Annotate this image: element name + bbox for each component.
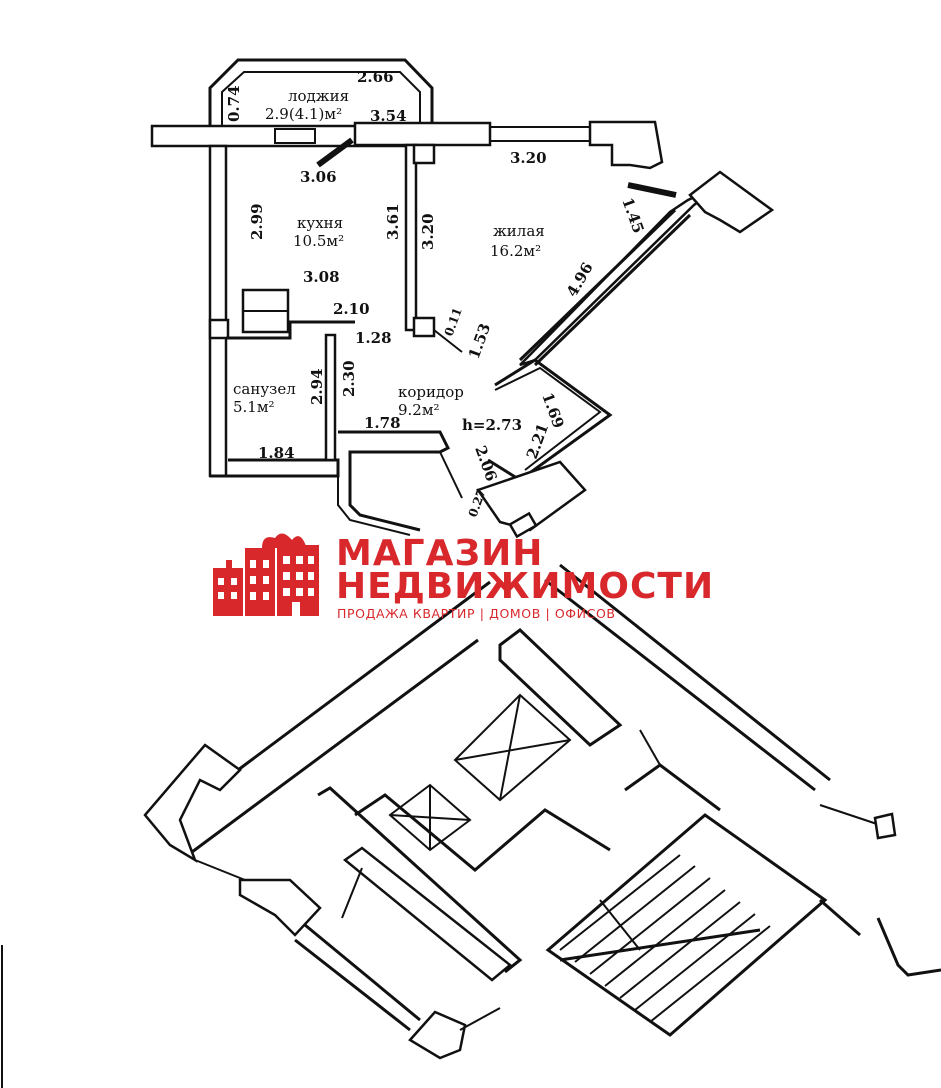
dim-178: 1.78: [364, 414, 401, 432]
entrance-column: [508, 511, 538, 539]
living-diagonal-wall: [519, 183, 721, 367]
dim-184: 1.84: [258, 444, 295, 462]
top-wall-left: [353, 121, 492, 147]
dim-294: 2.94: [308, 368, 326, 405]
dim-320-side: 3.20: [419, 213, 437, 250]
entrance-door-swing: [439, 451, 463, 499]
right-wall-stub: [819, 898, 861, 937]
dim-074: 0.74: [225, 85, 243, 122]
dim-361: 3.61: [384, 203, 402, 240]
hall-wall-right-inner: [544, 578, 816, 792]
living-area: 16.2м²: [490, 242, 541, 260]
dim-299: 2.99: [248, 203, 266, 240]
balcony-door-living: [627, 182, 677, 198]
bathroom-name: санузел: [233, 380, 296, 398]
column-mid-bottom: [412, 316, 436, 338]
door-swing-core: [341, 867, 363, 919]
door-swing-living: [433, 329, 463, 353]
shaft-cross-1: [454, 739, 571, 761]
diag-wall-line-outer: [533, 213, 692, 367]
dim-320-top: 3.20: [510, 149, 547, 167]
bottom-wall-inner: [294, 938, 411, 1032]
core-wall-left: [317, 786, 523, 974]
corridor-right-inner: [494, 366, 602, 471]
logo-line2: НЕДВИЖИМОСТИ: [336, 566, 714, 607]
ceiling-height: h=2.73: [462, 416, 522, 434]
right-lobby-wall: [624, 763, 721, 812]
bottom-pillar: [408, 1010, 467, 1060]
dim-011: 0.11: [442, 306, 465, 338]
loggia-name: лоджия: [288, 87, 349, 105]
core-pillar: [342, 846, 512, 982]
logo-line1: МАГАЗИН: [336, 533, 543, 574]
stair-enclosure: [545, 813, 828, 1037]
door-swing-right: [639, 729, 661, 766]
corridor-right-wall: [487, 358, 613, 482]
hall-wall-lower: [191, 638, 479, 854]
loggia-door: [274, 128, 316, 144]
column-left: [208, 318, 230, 340]
kitchen-area: 10.5м²: [293, 232, 344, 250]
corridor-shaft: [338, 430, 451, 532]
dim-221: 2.21: [523, 421, 552, 461]
dim-027: 0.27: [466, 487, 489, 519]
dim-354: 3.54: [370, 107, 407, 125]
window-bottom-left: [194, 859, 246, 881]
bathroom-area: 5.1м²: [233, 398, 275, 416]
right-small-pillar: [873, 812, 897, 840]
hall-wall-upper: [237, 580, 491, 772]
hall-wall-right-outer: [559, 563, 831, 782]
door-right: [819, 804, 881, 826]
living-name: жилая: [493, 222, 545, 240]
entrance-block: [476, 460, 587, 532]
column-mid-top: [412, 143, 436, 165]
kitchen-name: кухня: [297, 214, 343, 232]
corridor-area: 9.2м²: [398, 401, 440, 419]
apartment-walls: [150, 58, 775, 539]
corner-pillar-right: [688, 170, 775, 234]
left-wall: [208, 144, 228, 478]
diag-wall-line-inner: [518, 208, 677, 362]
door-swing-bottom: [459, 1007, 501, 1031]
logo-tagline: ПРОДАЖА КВАРТИР | ДОМОВ | ОФИСОВ: [337, 606, 616, 621]
loggia-area: 2.9(4.1)м²: [265, 105, 342, 123]
loggia-inner-wall: [221, 71, 421, 125]
bathroom-right-wall: [324, 333, 337, 462]
kitchen-living-wall: [404, 143, 418, 332]
dim-210: 2.10: [333, 300, 370, 318]
dim-153: 1.53: [465, 321, 494, 361]
kitchen-door: [316, 137, 354, 168]
shaft-cross-2: [499, 694, 521, 801]
elevator-frame: [354, 793, 611, 872]
elevator-block: [498, 628, 623, 747]
stairs: [559, 854, 771, 1023]
dim-308: 3.08: [303, 268, 340, 286]
corner-pillar-top: [588, 120, 664, 170]
dim-206: 2.06: [471, 443, 500, 483]
building-common-area: [1, 563, 941, 1088]
right-edge-wall: [876, 917, 941, 977]
bottom-wall: [304, 923, 421, 1022]
window-living: [489, 126, 591, 142]
room-labels: лоджия 2.9(4.1)м² кухня 10.5м² жилая 16.…: [233, 87, 545, 434]
dim-306: 3.06: [300, 168, 337, 186]
dim-145: 1.45: [618, 195, 647, 235]
left-pillar: [143, 743, 242, 863]
bottom-left-pillar: [238, 878, 322, 937]
company-logo: МАГАЗИН НЕДВИЖИМОСТИ ПРОДАЖА КВАРТИР | Д…: [213, 533, 714, 621]
dim-230: 2.30: [340, 360, 358, 397]
loggia-wall: [208, 58, 434, 125]
bath-partition: [226, 320, 355, 340]
corridor-name: коридор: [398, 383, 464, 401]
buildings-icon: [213, 533, 319, 616]
dim-266: 2.66: [357, 68, 394, 86]
dim-128: 1.28: [355, 329, 392, 347]
corridor-shaft-inner: [337, 462, 411, 536]
bathroom-bottom-wall: [210, 458, 340, 478]
